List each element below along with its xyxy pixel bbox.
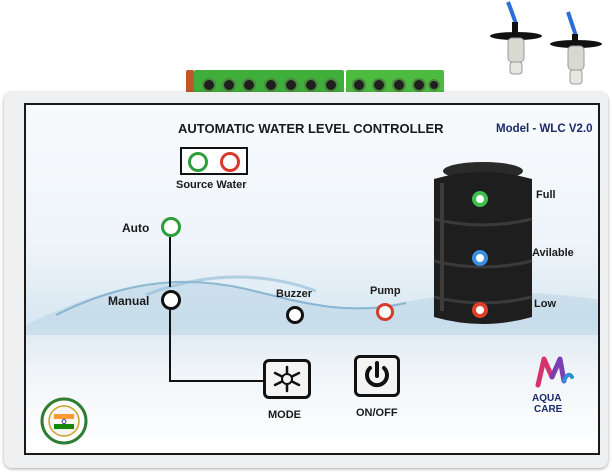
brand-name-line1: AQUA [532, 393, 562, 404]
tank-level-available-led [472, 250, 488, 266]
manual-led [161, 290, 181, 310]
float-sensor-left [490, 1, 542, 75]
source-water-led-green [188, 152, 208, 172]
water-tank-graphic [433, 162, 533, 324]
panel-title: AUTOMATIC WATER LEVEL CONTROLLER [178, 121, 444, 136]
float-sensors [490, 1, 602, 85]
brand-name-line2: CARE [534, 404, 563, 415]
terminal-screw [222, 78, 236, 92]
pump-label: Pump [370, 285, 401, 297]
terminal-screw [352, 78, 366, 92]
terminal-screw [284, 78, 298, 92]
asterisk-icon [273, 365, 301, 393]
power-button[interactable] [354, 355, 400, 397]
auto-label: Auto [122, 221, 150, 235]
auto-led [161, 217, 181, 237]
onoff-label: ON/OFF [356, 407, 398, 419]
pump-led [376, 303, 394, 321]
tank-level-low-led [472, 302, 488, 318]
connector-line [169, 310, 171, 382]
tank-level-full-led [472, 191, 488, 207]
power-icon [365, 361, 389, 388]
mode-button[interactable] [263, 359, 311, 399]
terminal-screw [372, 78, 386, 92]
buzzer-led [286, 306, 304, 324]
controller-front-panel: AUTOMATIC WATER LEVEL CONTROLLER Model -… [24, 103, 600, 455]
source-water-led-red [220, 152, 240, 172]
connector-line [169, 237, 171, 287]
terminal-screw [264, 78, 278, 92]
tank-level-low-label: Low [534, 298, 556, 310]
terminal-screw [242, 78, 256, 92]
source-water-label: Source Water [176, 179, 247, 191]
terminal-screw [202, 78, 216, 92]
tank-level-available-label: Avilable [532, 247, 574, 259]
source-water-indicator-box [180, 147, 248, 175]
manual-label: Manual [108, 294, 150, 308]
tank-level-full-label: Full [536, 189, 556, 201]
buzzer-label: Buzzer [276, 288, 313, 300]
aqua-care-logo-icon [535, 356, 574, 388]
terminal-end-cap [186, 70, 194, 104]
connector-line [169, 380, 263, 382]
model-label: Model - WLC V2.0 [496, 123, 593, 135]
terminal-screw [324, 78, 338, 92]
made-in-india-seal [40, 397, 88, 445]
terminal-screw [428, 79, 440, 91]
terminal-screw [392, 78, 406, 92]
float-sensor-right [550, 11, 602, 85]
mode-label: MODE [268, 409, 301, 421]
terminal-screw [304, 78, 318, 92]
terminal-screw [412, 78, 426, 92]
